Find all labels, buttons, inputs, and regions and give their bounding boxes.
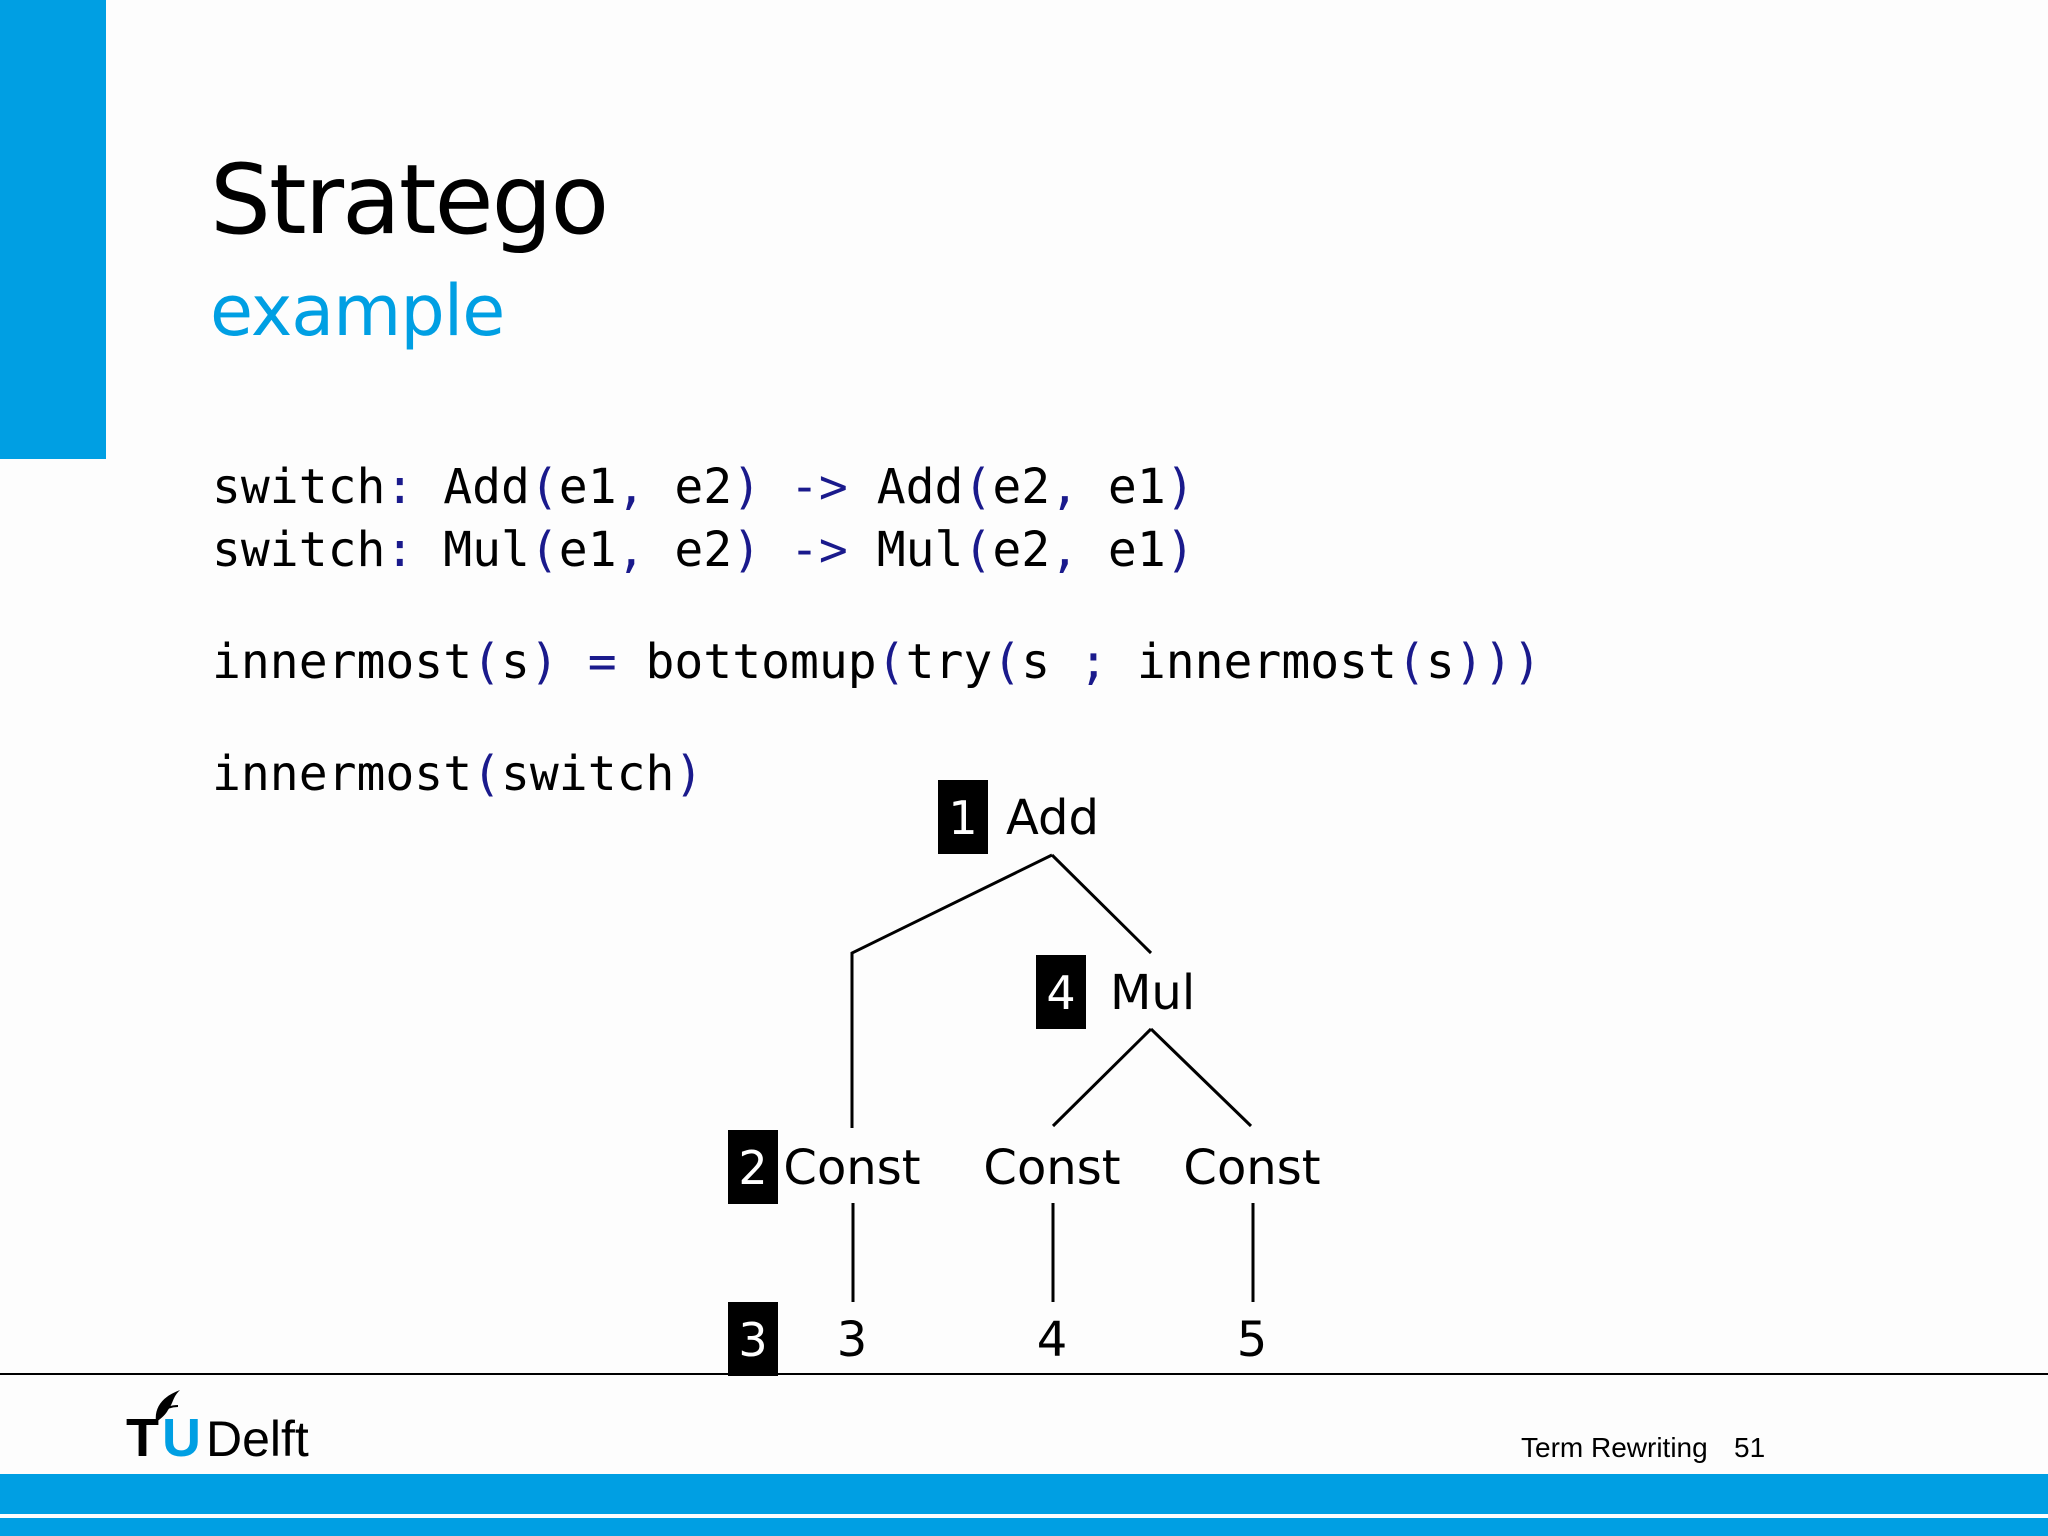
node-value-1-label: 3 (837, 1312, 868, 1368)
node-const-1-label: Const (783, 1140, 920, 1196)
logo-tu-letter-u: U (162, 1408, 201, 1462)
step-badge-4 (1036, 955, 1086, 1029)
footer-divider (0, 1373, 2048, 1375)
node-const-2-label: Const (983, 1140, 1120, 1196)
logo-delft-text: Delft (206, 1411, 309, 1462)
code-line-switch-add: switch: Add(e1, e2) -> Add(e2, e1) (212, 459, 1195, 515)
bottom-accent-bar (0, 1474, 2048, 1514)
step-badge-1-label: 1 (948, 791, 977, 845)
logo-tu-letter-t: T (126, 1408, 159, 1462)
node-const-3-label: Const (1183, 1140, 1320, 1196)
slide-subtitle: example (210, 270, 505, 352)
node-mul: 4 Mul (1036, 955, 1195, 1029)
tree-edges (850, 853, 1255, 1302)
bottom-accent-bar-lower (0, 1518, 2048, 1536)
side-accent-bar (0, 0, 106, 459)
step-badge-3 (728, 1302, 778, 1376)
node-mul-label: Mul (1110, 965, 1195, 1021)
slide-title: Stratego (210, 144, 609, 256)
step-badge-2-label: 2 (738, 1141, 767, 1195)
node-const-1: 2 Const (728, 1130, 921, 1204)
node-value-1: 3 3 (728, 1302, 867, 1376)
edge-mul-const3 (1149, 1027, 1253, 1128)
step-badge-1 (938, 780, 988, 854)
node-add-label: Add (1006, 790, 1099, 846)
footer-course-title: Term Rewriting (1521, 1432, 1708, 1463)
term-tree-diagram: 1 Add 4 Mul 2 Const Const Const 3 3 4 5 (728, 780, 1321, 1376)
flame-icon (155, 1390, 180, 1422)
footer-page-number: 51 (1734, 1432, 1766, 1463)
step-badge-2 (728, 1130, 778, 1204)
step-badge-4-label: 4 (1046, 966, 1075, 1020)
edge-add-const1 (850, 853, 1053, 1128)
node-add: 1 Add (938, 780, 1099, 854)
code-line-switch-mul: switch: Mul(e1, e2) -> Mul(e2, e1) (212, 522, 1195, 578)
edge-mul-const2 (1051, 1027, 1153, 1128)
code-line-innermost-def: innermost(s) = bottomup(try(s ; innermos… (212, 634, 1542, 690)
edge-add-mul (1050, 853, 1153, 955)
step-badge-3-label: 3 (738, 1313, 767, 1367)
node-value-2-label: 4 (1037, 1312, 1068, 1368)
node-value-3-label: 5 (1237, 1312, 1268, 1368)
tu-delft-logo: T U Delft (126, 1390, 309, 1462)
code-line-innermost-call: innermost(switch) (212, 746, 704, 802)
